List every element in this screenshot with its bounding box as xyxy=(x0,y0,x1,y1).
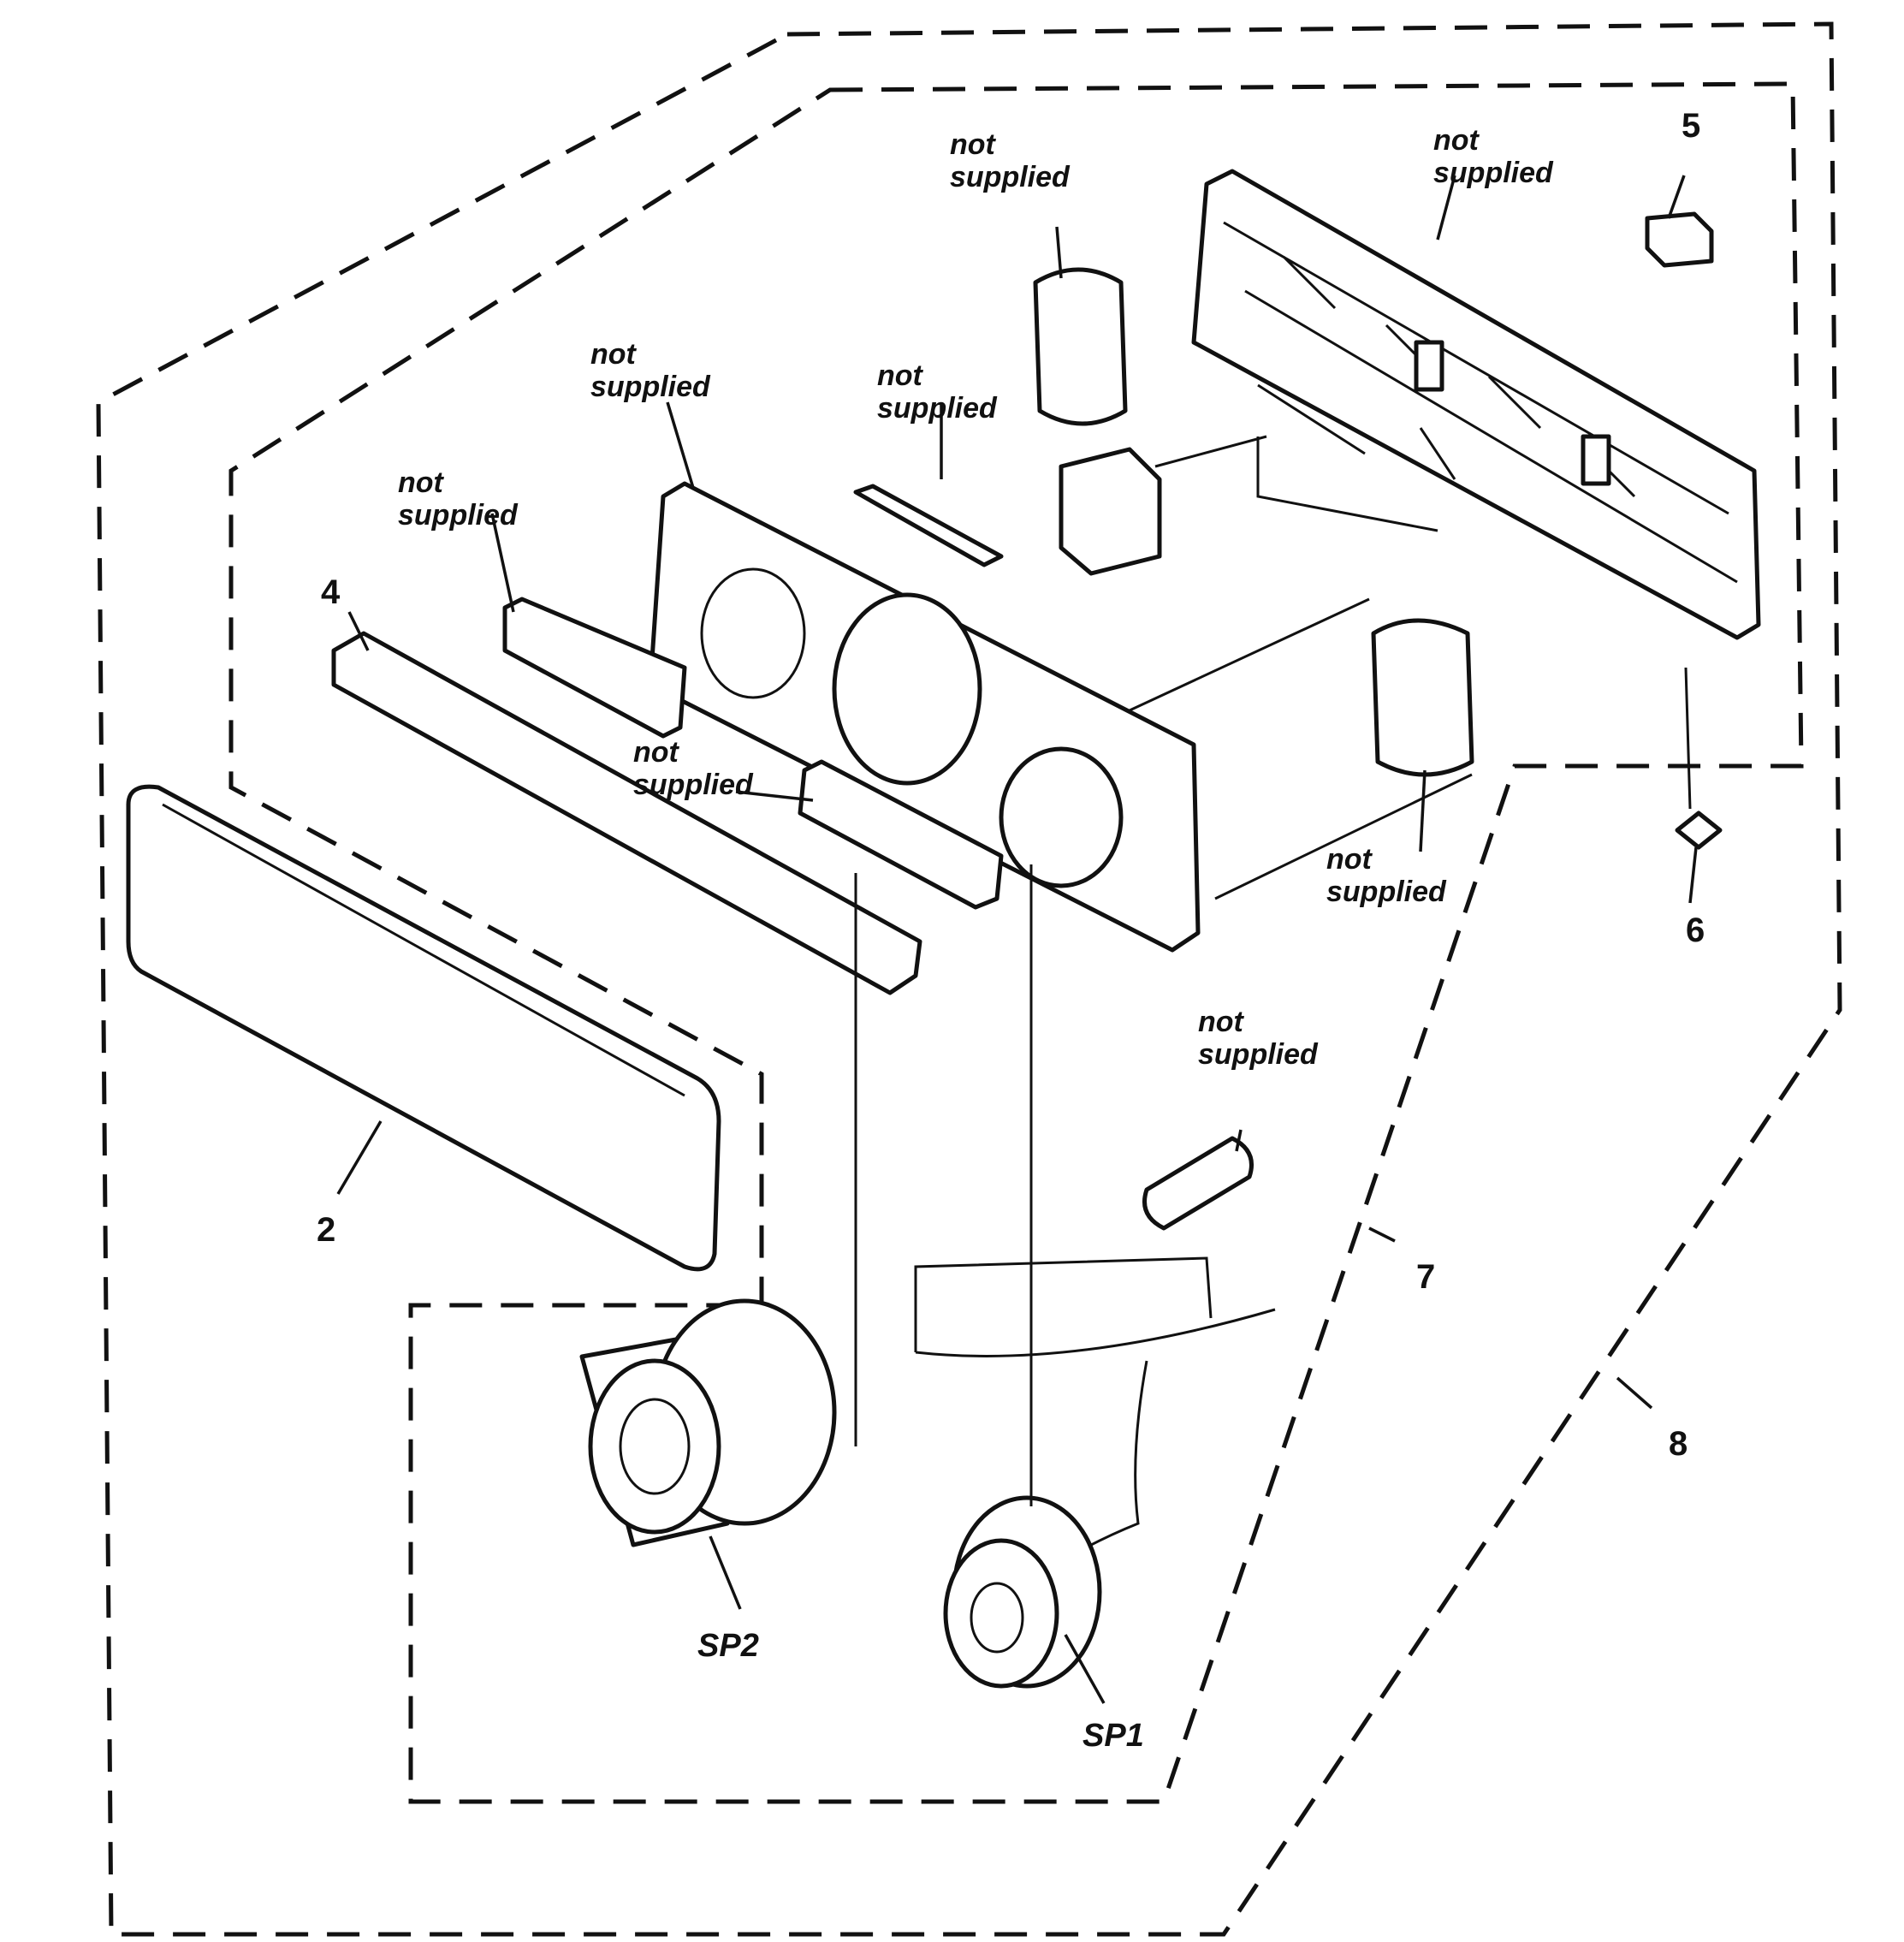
callout-not-supplied-strip: not supplied xyxy=(877,359,998,425)
part-number-4: 4 xyxy=(321,573,341,611)
cable-tube xyxy=(914,1136,1276,1568)
svg-text:not: not xyxy=(398,466,445,499)
part-number-6: 6 xyxy=(1686,912,1705,949)
part-2-front-cover xyxy=(126,784,721,1272)
svg-text:supplied: supplied xyxy=(1433,157,1554,189)
svg-text:supplied: supplied xyxy=(1326,876,1447,908)
label-sp2: SP2 xyxy=(697,1628,759,1664)
svg-text:not: not xyxy=(1433,124,1480,157)
part-number-8: 8 xyxy=(1669,1425,1688,1463)
svg-text:not: not xyxy=(1326,843,1373,876)
callout-not-supplied-capacitor-top: not supplied xyxy=(950,128,1071,193)
assembly-8-boundary xyxy=(96,21,1842,1937)
assembly-7-boundary xyxy=(228,81,1804,1804)
part-number-2: 2 xyxy=(317,1211,335,1249)
callout-not-supplied-pcb: not supplied xyxy=(1433,124,1554,189)
part-number-7: 7 xyxy=(1416,1258,1435,1296)
part-6-foot xyxy=(1675,811,1723,850)
label-sp1: SP1 xyxy=(1082,1718,1144,1754)
front-baffle xyxy=(648,481,1201,953)
svg-text:supplied: supplied xyxy=(398,499,519,532)
callout-not-supplied-tube: not supplied xyxy=(1198,1006,1319,1071)
lower-bracket xyxy=(798,759,1004,910)
svg-text:supplied: supplied xyxy=(1198,1038,1319,1071)
svg-text:not: not xyxy=(950,128,997,161)
callout-not-supplied-capacitor-right: not supplied xyxy=(1326,843,1447,908)
svg-text:not: not xyxy=(633,736,680,769)
svg-text:supplied: supplied xyxy=(590,371,711,403)
leader-lines xyxy=(336,175,1698,1704)
sp1-tweeter xyxy=(943,1495,1102,1689)
part-4-rail xyxy=(331,631,922,995)
svg-text:supplied: supplied xyxy=(633,769,754,801)
part-5-connector xyxy=(1645,211,1714,268)
back-panel-pcb xyxy=(1191,169,1761,640)
svg-text:not: not xyxy=(877,359,924,392)
svg-text:supplied: supplied xyxy=(950,161,1071,193)
svg-text:not: not xyxy=(1198,1006,1245,1038)
svg-text:supplied: supplied xyxy=(877,392,998,425)
left-bracket xyxy=(502,597,687,739)
block-component xyxy=(1059,447,1162,576)
callout-not-supplied-left-bracket: not supplied xyxy=(398,466,519,532)
baffle-strip xyxy=(853,484,1004,567)
capacitor-right xyxy=(1371,618,1474,777)
callout-not-supplied-lower-bracket: not supplied xyxy=(633,736,754,801)
capacitor-top xyxy=(1033,267,1128,426)
sp2-woofer xyxy=(579,1298,837,1547)
svg-text:not: not xyxy=(590,338,638,371)
callout-not-supplied-baffle: not supplied xyxy=(590,338,711,403)
alignment-lines xyxy=(854,383,1692,1506)
part-number-5: 5 xyxy=(1682,107,1700,145)
